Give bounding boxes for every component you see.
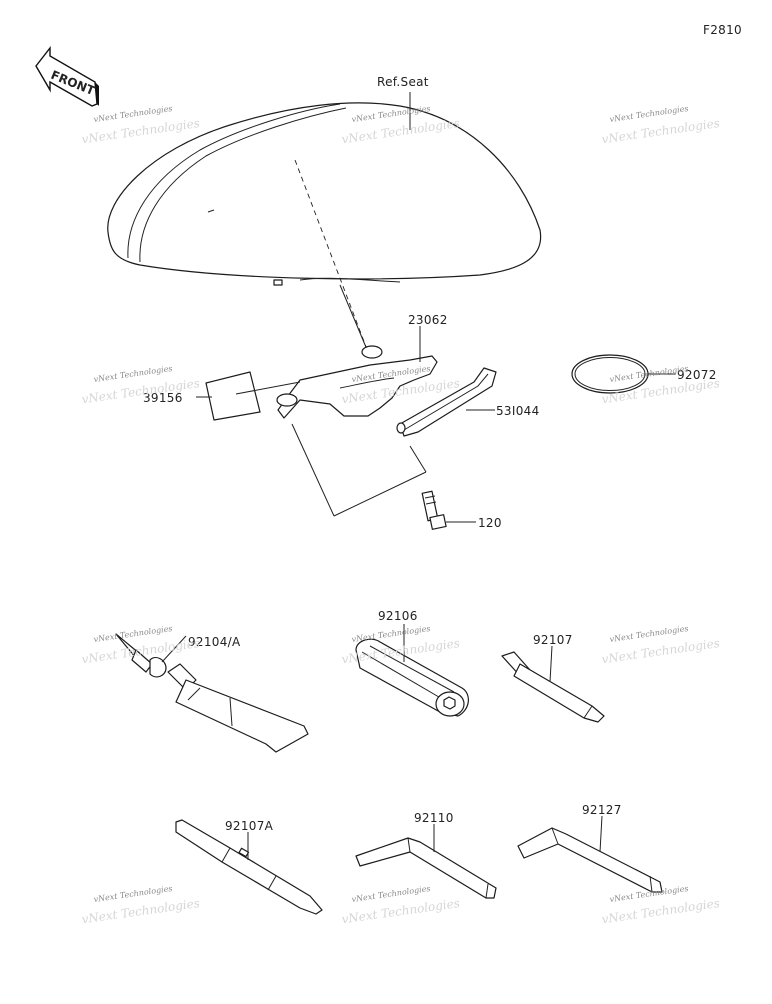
hex-wrench-2-leader	[599, 815, 603, 853]
seat-label: Ref.Seat	[377, 75, 429, 89]
bracket-part	[276, 345, 438, 419]
bolt-part	[421, 490, 447, 530]
driver-a-part	[175, 819, 323, 915]
driver-label: 92107	[533, 633, 573, 647]
reference-dashed-line	[294, 159, 369, 353]
hex-wrench-1-label: 92110	[414, 811, 454, 825]
label-plate-label: 39156	[143, 391, 183, 405]
label-plate-part	[205, 371, 261, 421]
bolt-guide-right	[409, 445, 427, 473]
driver-leader	[549, 645, 553, 683]
hex-wrench-2-part	[517, 827, 663, 893]
tube-part	[167, 663, 309, 753]
gauge-leader	[161, 635, 187, 663]
hex-wrench-2-label: 92127	[582, 803, 622, 817]
socket-label: 92106	[378, 609, 418, 623]
ring-label: 92072	[677, 368, 717, 382]
bolt-guide-bottom	[333, 471, 427, 517]
bolt-guide-left	[291, 423, 335, 517]
strap-label: 53I044	[496, 404, 540, 418]
figure-code: F2810	[703, 23, 742, 37]
seat-bracket-line	[339, 284, 369, 353]
gauge-part	[115, 633, 167, 678]
seat-part	[107, 102, 542, 286]
front-arrow-icon: FRONT	[35, 45, 99, 107]
driver-a-label: 92107A	[225, 819, 274, 833]
hex-wrench-1-part	[355, 837, 497, 899]
gauge-tube-label: 92104/A	[188, 635, 241, 649]
driver-part	[501, 651, 605, 723]
bolt-label: 120	[478, 516, 502, 530]
strap-part	[396, 367, 497, 437]
label-plate-connector	[235, 381, 301, 395]
socket-part	[355, 638, 469, 717]
bracket-label: 23062	[408, 313, 448, 327]
